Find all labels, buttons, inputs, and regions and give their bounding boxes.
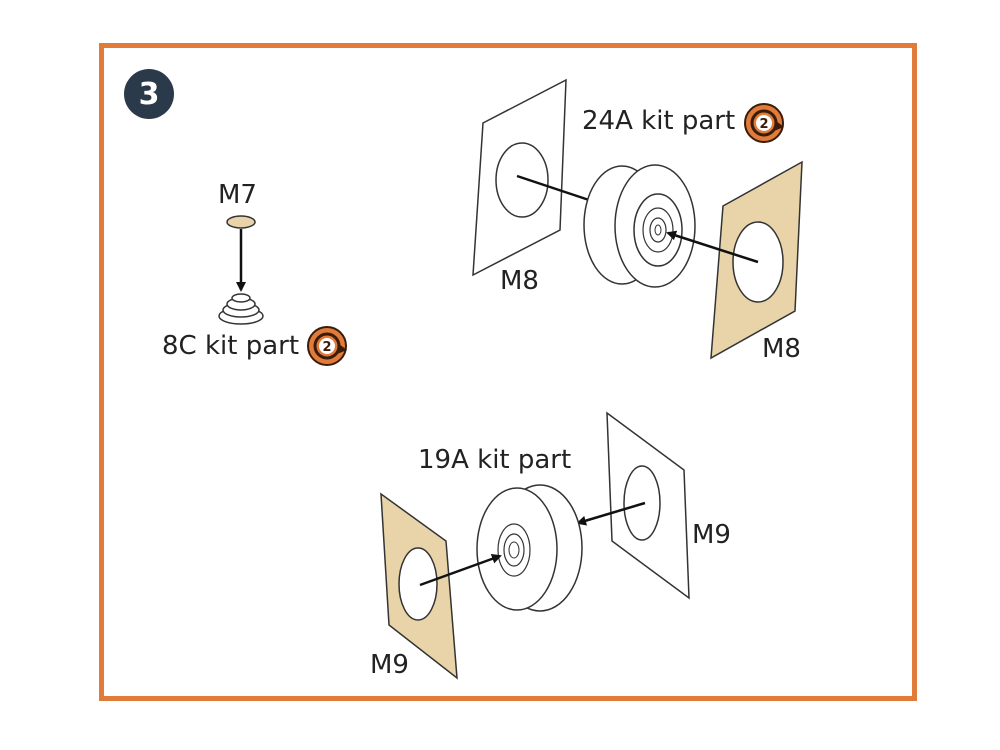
hub-8c-part [218, 293, 264, 325]
label-m8-back: M8 [500, 266, 539, 296]
label-24a-kit-part: 24A kit part [582, 106, 736, 136]
mask-m8-front [710, 160, 803, 360]
label-m9-front: M9 [370, 650, 409, 680]
m8-back-arrow [516, 174, 597, 205]
m8-front-arrow [666, 230, 759, 264]
m9-front-arrow [419, 554, 502, 587]
svg-text:2: 2 [322, 340, 331, 355]
mask-m9-back [606, 411, 690, 600]
svg-text:2: 2 [759, 117, 768, 132]
wheel-19a-part [476, 484, 583, 612]
m7-disc [226, 215, 256, 229]
label-m7: M7 [218, 180, 257, 210]
circular-arrow-2-icon: 2 [307, 326, 347, 366]
step-number-badge: 3 [124, 69, 174, 119]
label-m8-front: M8 [762, 334, 801, 364]
instruction-frame [99, 43, 917, 701]
mask-m9-front [380, 492, 458, 680]
label-19a-kit-part: 19A kit part [418, 445, 572, 475]
circular-arrow-2-icon: 2 [744, 103, 784, 143]
m9-back-arrow [576, 501, 646, 526]
wheel-24a-part [583, 164, 696, 288]
label-8c-kit-part: 8C kit part [162, 331, 300, 361]
label-m9-back: M9 [692, 520, 731, 550]
